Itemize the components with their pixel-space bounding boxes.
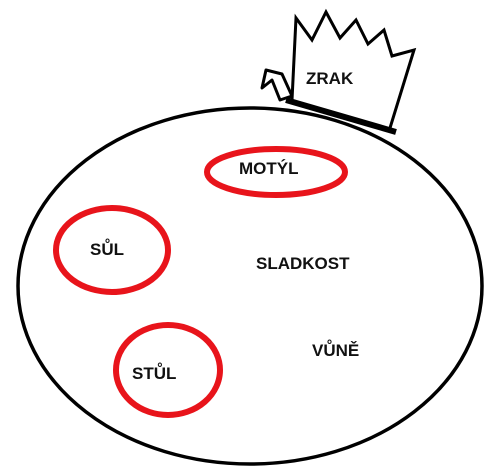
word-zrak: ZRAK <box>306 69 354 88</box>
bag-bow <box>260 68 294 102</box>
bag-body <box>16 106 484 466</box>
word-vune: VŮNĚ <box>312 341 360 360</box>
word-motyl: MOTÝL <box>239 159 299 178</box>
circle-sul <box>53 205 171 295</box>
bag-tie <box>285 97 397 135</box>
circle-stul <box>113 322 223 418</box>
circle-motyl <box>204 146 348 198</box>
word-stul: STŮL <box>132 364 177 383</box>
word-sul: SŮL <box>90 240 124 259</box>
word-sladkost: SLADKOST <box>256 254 350 273</box>
bag-neck <box>290 8 417 129</box>
